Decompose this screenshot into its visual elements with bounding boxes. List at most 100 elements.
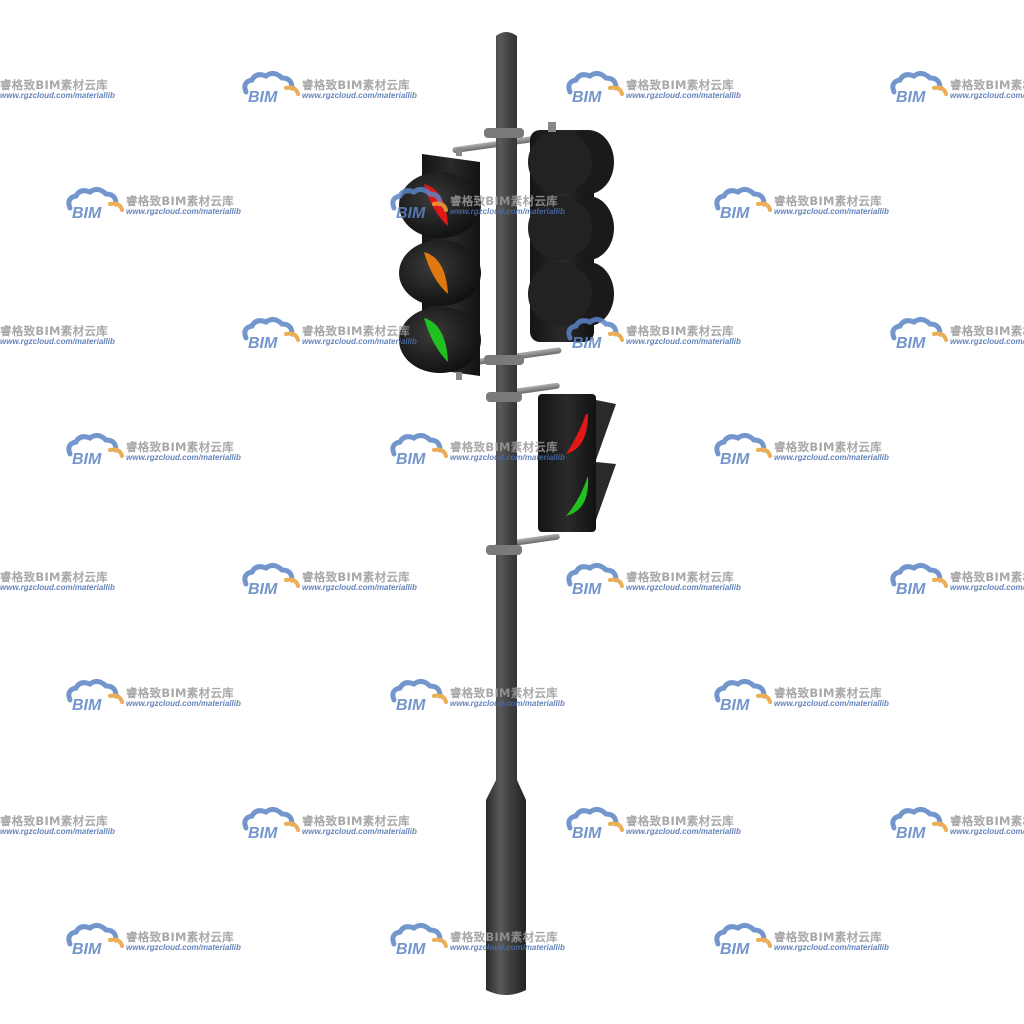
watermark-url: www.rgzcloud.com/materiallib	[774, 453, 889, 462]
bim-cloud-logo-icon: BIM	[890, 806, 948, 842]
watermark-brand: 睿格致BIM素材云库	[126, 194, 234, 208]
watermark-brand: 睿格致BIM素材云库	[302, 814, 410, 828]
green-pedestrian-lamp-icon	[566, 476, 589, 516]
bim-cloud-logo-icon: BIM	[66, 922, 124, 958]
bim-cloud-logo-icon: BIM	[390, 186, 448, 222]
watermark-url: www.rgzcloud.com/materiallib	[626, 827, 741, 836]
watermark-brand: 睿格致BIM素材云库	[126, 440, 234, 454]
watermark: BIM 睿格致BIM素材云库 www.rgzcloud.com/material…	[386, 186, 576, 222]
watermark: BIM 睿格致BIM素材云库 www.rgzcloud.com/material…	[238, 70, 428, 106]
watermark: BIM 睿格致BIM素材云库 www.rgzcloud.com/material…	[0, 70, 126, 106]
watermark-logo-text: BIM	[720, 205, 750, 222]
watermark-logo-text: BIM	[248, 825, 278, 842]
bim-cloud-logo-icon: BIM	[390, 678, 448, 714]
watermark-logo-text: BIM	[248, 89, 278, 106]
watermark-url: www.rgzcloud.com/materiallib	[626, 91, 741, 100]
bim-cloud-logo-icon: BIM	[890, 562, 948, 598]
watermark: BIM 睿格致BIM素材云库 www.rgzcloud.com/material…	[710, 678, 900, 714]
bim-cloud-logo-icon: BIM	[242, 806, 300, 842]
watermark-brand: 睿格致BIM素材云库	[626, 78, 734, 92]
watermark-brand: 睿格致BIM素材云库	[626, 324, 734, 338]
watermark-url: www.rgzcloud.com/materiallib	[126, 207, 241, 216]
watermark-url: www.rgzcloud.com/materiallib	[0, 337, 115, 346]
watermark-url: www.rgzcloud.com/materiallib	[0, 91, 115, 100]
watermark-url: www.rgzcloud.com/materiallib	[450, 699, 565, 708]
watermark-logo-text: BIM	[396, 697, 426, 714]
watermark: BIM 睿格致BIM素材云库 www.rgzcloud.com/material…	[62, 678, 252, 714]
watermark-brand: 睿格致BIM素材云库	[126, 686, 234, 700]
bim-cloud-logo-icon: BIM	[566, 316, 624, 352]
bim-cloud-logo-icon: BIM	[242, 70, 300, 106]
watermark: BIM 睿格致BIM素材云库 www.rgzcloud.com/material…	[0, 562, 126, 598]
watermark-url: www.rgzcloud.com/materiallib	[626, 337, 741, 346]
watermark: BIM 睿格致BIM素材云库 www.rgzcloud.com/material…	[238, 316, 428, 352]
watermark-logo-text: BIM	[720, 451, 750, 468]
watermark: BIM 睿格致BIM素材云库 www.rgzcloud.com/material…	[886, 316, 1024, 352]
watermark-brand: 睿格致BIM素材云库	[0, 78, 108, 92]
watermark-brand: 睿格致BIM素材云库	[950, 78, 1024, 92]
watermark-url: www.rgzcloud.com/materiallib	[950, 91, 1024, 100]
watermark: BIM 睿格致BIM素材云库 www.rgzcloud.com/material…	[886, 806, 1024, 842]
watermark-logo-text: BIM	[248, 335, 278, 352]
watermark: BIM 睿格致BIM素材云库 www.rgzcloud.com/material…	[62, 432, 252, 468]
watermark-url: www.rgzcloud.com/materiallib	[0, 583, 115, 592]
watermark-url: www.rgzcloud.com/materiallib	[774, 943, 889, 952]
watermark: BIM 睿格致BIM素材云库 www.rgzcloud.com/material…	[562, 562, 752, 598]
watermark-brand: 睿格致BIM素材云库	[950, 324, 1024, 338]
green-lamp-icon	[399, 307, 481, 373]
bim-cloud-logo-icon: BIM	[566, 806, 624, 842]
watermark: BIM 睿格致BIM素材云库 www.rgzcloud.com/material…	[386, 432, 576, 468]
watermark-brand: 睿格致BIM素材云库	[774, 930, 882, 944]
watermark: BIM 睿格致BIM素材云库 www.rgzcloud.com/material…	[238, 806, 428, 842]
watermark: BIM 睿格致BIM素材云库 www.rgzcloud.com/material…	[0, 806, 126, 842]
watermark: BIM 睿格致BIM素材云库 www.rgzcloud.com/material…	[710, 432, 900, 468]
watermark: BIM 睿格致BIM素材云库 www.rgzcloud.com/material…	[886, 562, 1024, 598]
watermark-brand: 睿格致BIM素材云库	[950, 814, 1024, 828]
watermark-url: www.rgzcloud.com/materiallib	[302, 827, 417, 836]
bim-cloud-logo-icon: BIM	[890, 70, 948, 106]
watermark-logo-text: BIM	[72, 205, 102, 222]
watermark-url: www.rgzcloud.com/materiallib	[450, 453, 565, 462]
watermark-logo-text: BIM	[396, 451, 426, 468]
bim-cloud-logo-icon: BIM	[242, 316, 300, 352]
bim-cloud-logo-icon: BIM	[66, 186, 124, 222]
watermark-brand: 睿格致BIM素材云库	[126, 930, 234, 944]
watermark-logo-text: BIM	[896, 335, 926, 352]
watermark: BIM 睿格致BIM素材云库 www.rgzcloud.com/material…	[562, 316, 752, 352]
watermark-logo-text: BIM	[572, 335, 602, 352]
watermark-brand: 睿格致BIM素材云库	[950, 570, 1024, 584]
watermark-url: www.rgzcloud.com/materiallib	[950, 337, 1024, 346]
watermark: BIM 睿格致BIM素材云库 www.rgzcloud.com/material…	[386, 678, 576, 714]
watermark: BIM 睿格致BIM素材云库 www.rgzcloud.com/material…	[0, 316, 126, 352]
watermark-logo-text: BIM	[72, 697, 102, 714]
bim-cloud-logo-icon: BIM	[242, 562, 300, 598]
watermark-logo-text: BIM	[720, 697, 750, 714]
watermark: BIM 睿格致BIM素材云库 www.rgzcloud.com/material…	[386, 922, 576, 958]
watermark: BIM 睿格致BIM素材云库 www.rgzcloud.com/material…	[886, 70, 1024, 106]
watermark-brand: 睿格致BIM素材云库	[450, 930, 558, 944]
watermark: BIM 睿格致BIM素材云库 www.rgzcloud.com/material…	[562, 806, 752, 842]
bim-cloud-logo-icon: BIM	[714, 186, 772, 222]
watermark-url: www.rgzcloud.com/materiallib	[126, 943, 241, 952]
watermark: BIM 睿格致BIM素材云库 www.rgzcloud.com/material…	[62, 922, 252, 958]
bim-cloud-logo-icon: BIM	[714, 432, 772, 468]
watermark-brand: 睿格致BIM素材云库	[302, 78, 410, 92]
watermark-logo-text: BIM	[896, 825, 926, 842]
bim-cloud-logo-icon: BIM	[714, 678, 772, 714]
watermark-url: www.rgzcloud.com/materiallib	[126, 699, 241, 708]
watermark-brand: 睿格致BIM素材云库	[774, 440, 882, 454]
bim-cloud-logo-icon: BIM	[566, 70, 624, 106]
bim-cloud-logo-icon: BIM	[714, 922, 772, 958]
bim-cloud-logo-icon: BIM	[390, 432, 448, 468]
watermark-logo-text: BIM	[896, 89, 926, 106]
watermark-brand: 睿格致BIM素材云库	[302, 570, 410, 584]
watermark-brand: 睿格致BIM素材云库	[450, 686, 558, 700]
watermark-logo-text: BIM	[72, 941, 102, 958]
watermark-brand: 睿格致BIM素材云库	[450, 440, 558, 454]
watermark: BIM 睿格致BIM素材云库 www.rgzcloud.com/material…	[62, 186, 252, 222]
bim-cloud-logo-icon: BIM	[66, 678, 124, 714]
watermark: BIM 睿格致BIM素材云库 www.rgzcloud.com/material…	[710, 922, 900, 958]
watermark-logo-text: BIM	[572, 581, 602, 598]
traffic-pole	[484, 32, 526, 995]
